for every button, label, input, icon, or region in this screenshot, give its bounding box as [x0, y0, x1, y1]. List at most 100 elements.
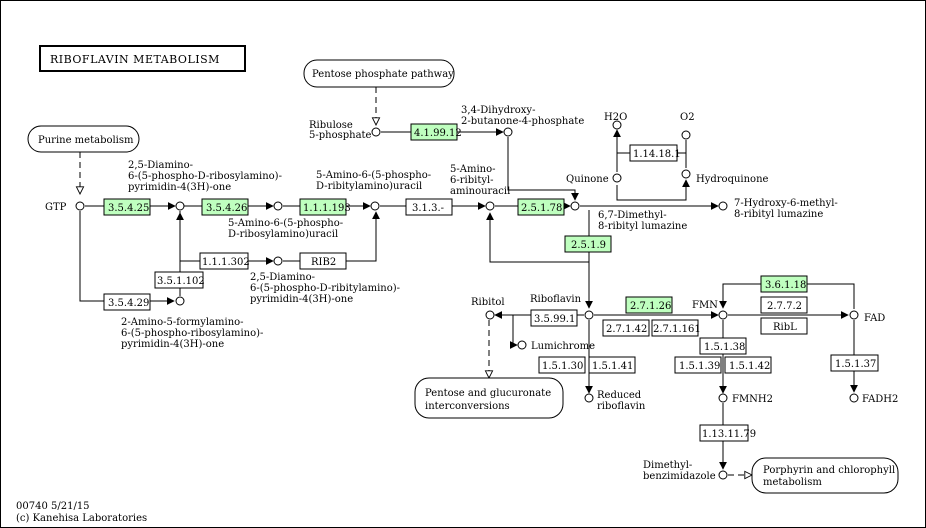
enzyme-box[interactable]: 1.5.1.39 [674, 356, 722, 374]
enzyme-box[interactable]: RIB2 [299, 252, 347, 270]
enzyme-box[interactable]: 1.5.1.38 [699, 337, 747, 355]
enzyme-box[interactable]: 1.1.1.193 [299, 198, 351, 216]
compound-diamino-ribosyl[interactable] [175, 201, 185, 211]
compound-fmnh2[interactable] [718, 393, 728, 403]
svg-text:1.1.1.193: 1.1.1.193 [303, 203, 351, 214]
svg-text:1.13.11.79: 1.13.11.79 [702, 429, 756, 440]
enzyme-box[interactable]: 4.1.99.12 [410, 123, 462, 141]
enzyme-box[interactable]: 2.7.1.42 [602, 319, 650, 337]
svg-text:3.5.4.26: 3.5.4.26 [206, 203, 247, 214]
label-diamino-ribityl: 2,5-Diamino- [250, 272, 315, 283]
label-gtp: GTP [45, 202, 67, 213]
compound-fadh2[interactable] [849, 393, 859, 403]
enzyme-box[interactable]: 3.6.1.18 [760, 275, 808, 293]
title-box [39, 45, 246, 72]
enzyme-box[interactable]: 3.5.4.25 [103, 198, 151, 216]
enzyme-box[interactable]: RibL [760, 317, 808, 335]
svg-text:2.7.1.161: 2.7.1.161 [653, 324, 701, 335]
compound-ribulose-5-phosphate[interactable] [371, 127, 381, 137]
pathway-label: Porphyrin and chlorophyll [763, 465, 895, 476]
compound-h2o[interactable] [612, 120, 622, 130]
label-amino-phospho-ribosyl: D-ribosylamino)uracil [228, 229, 338, 240]
pathway-node-pentose-glucuronate[interactable]: Pentose and glucuronate interconversions [414, 377, 564, 419]
compound-ribitol[interactable] [485, 310, 495, 320]
pathway-map-nodes: Pentose phosphate pathway Purine metabol… [27, 59, 899, 494]
svg-text:3.5.4.29: 3.5.4.29 [108, 298, 149, 309]
compound-labels: GTP Ribulose 5-phosphate 3,4-Dihydroxy- … [45, 105, 898, 482]
label-ribulose: 5-phosphate [309, 130, 372, 141]
label-dimethylbenzimidazole: Dimethyl- [643, 460, 692, 471]
enzyme-box[interactable]: 2.7.1.26 [625, 296, 673, 314]
label-amino-phospho-ribosyl: 5-Amino-6-(5-phospho- [228, 218, 343, 229]
svg-text:3.5.4.25: 3.5.4.25 [108, 203, 149, 214]
compound-lumichrome[interactable] [517, 340, 527, 350]
enzyme-box[interactable]: 2.7.1.161 [651, 319, 701, 337]
enzyme-box[interactable]: 1.5.1.42 [724, 356, 772, 374]
enzyme-box[interactable]: 1.5.1.41 [588, 356, 636, 374]
enzyme-box[interactable]: 2.5.1.9 [564, 235, 612, 253]
label-reduced-riboflavin: riboflavin [597, 401, 646, 412]
enzyme-box[interactable]: 3.1.3.- [405, 198, 453, 216]
enzyme-box[interactable]: 3.5.4.29 [103, 293, 151, 311]
pathway-node-porphyrin[interactable]: Porphyrin and chlorophyll metabolism [751, 457, 899, 494]
label-diamino: 2,5-Diamino- [128, 160, 193, 171]
label-formylamino: pyrimidin-4(3H)-one [121, 339, 224, 350]
label-lumazine: 8-ribityl lumazine [598, 221, 687, 232]
enzyme-box[interactable]: 1.5.1.37 [830, 354, 879, 372]
enzyme-box[interactable]: 2.5.1.78 [517, 198, 565, 216]
enzyme-box[interactable]: 3.5.4.26 [201, 198, 249, 216]
label-reduced-riboflavin: Reduced [597, 390, 642, 401]
enzyme-box[interactable]: 1.13.11.79 [699, 424, 756, 442]
compound-o2[interactable] [681, 130, 691, 140]
label-riboflavin: Riboflavin [530, 294, 582, 305]
compound-amino-phospho-ribityl[interactable] [370, 201, 380, 211]
label-formylamino: 2-Amino-5-formylamino- [121, 317, 244, 328]
svg-text:RibL: RibL [773, 322, 797, 333]
compound-amino-ribityl-aminouracil[interactable] [485, 201, 495, 211]
compound-quinone[interactable] [612, 173, 622, 183]
compound-dimethylbenzimidazole[interactable] [718, 470, 728, 480]
enzyme-boxes: 3.5.4.25 3.5.4.26 1.1.1.193 3.1.3.- 2.5.… [103, 123, 879, 442]
svg-text:1.5.1.42: 1.5.1.42 [729, 361, 770, 372]
label-diamino-ribityl: pyrimidin-4(3H)-one [250, 294, 353, 305]
pathway-node-pentose-phosphate[interactable]: Pentose phosphate pathway [303, 59, 455, 88]
compound-fad[interactable] [849, 310, 859, 320]
enzyme-box[interactable]: 1.14.18.1 [629, 144, 681, 162]
svg-text:1.5.1.30: 1.5.1.30 [542, 361, 583, 372]
compound-dimethyl-ribityl-lumazine[interactable] [570, 201, 580, 211]
svg-text:1.5.1.39: 1.5.1.39 [679, 361, 720, 372]
compound-hydroxy-lumazine[interactable] [718, 201, 728, 211]
label-lumazine: 6,7-Dimethyl- [598, 210, 667, 221]
svg-text:3.5.99.1: 3.5.99.1 [534, 314, 575, 325]
enzyme-box[interactable]: 3.5.99.1 [530, 309, 578, 327]
compound-fmn[interactable] [718, 310, 728, 320]
compound-reduced-riboflavin[interactable] [584, 393, 594, 403]
enzyme-box[interactable]: 2.7.7.2 [760, 296, 808, 314]
label-dihydroxy: 2-butanone-4-phosphate [461, 116, 584, 127]
label-amino-ribityl: 6-ribityl- [450, 175, 494, 186]
pathway-label: Pentose phosphate pathway [312, 69, 454, 80]
pathway-label: Purine metabolism [38, 135, 134, 146]
enzyme-box[interactable]: 1.1.1.302 [199, 252, 250, 270]
compound-riboflavin[interactable] [584, 310, 594, 320]
compound-hydroquinone[interactable] [681, 169, 691, 179]
svg-text:2.7.7.2: 2.7.7.2 [767, 301, 802, 312]
compound-diamino-ribityl[interactable] [273, 256, 283, 266]
enzyme-box[interactable]: 3.5.1.102 [154, 271, 205, 289]
svg-text:1.1.1.302: 1.1.1.302 [202, 257, 250, 268]
svg-text:3.5.1.102: 3.5.1.102 [157, 276, 205, 287]
svg-text:2.5.1.9: 2.5.1.9 [571, 240, 606, 251]
label-fad: FAD [864, 313, 885, 324]
compound-gtp[interactable] [75, 201, 85, 211]
compound-amino-phospho-ribosyl[interactable] [273, 201, 283, 211]
copyright: (c) Kanehisa Laboratories [16, 513, 147, 524]
compound-dihydroxy-butanone[interactable] [503, 127, 513, 137]
label-dihydroxy: 3,4-Dihydroxy- [461, 105, 535, 116]
label-fmn: FMN [692, 300, 718, 311]
pathway-node-purine[interactable]: Purine metabolism [27, 125, 140, 153]
enzyme-box[interactable]: 1.5.1.30 [538, 356, 586, 374]
compound-formylamino[interactable] [175, 296, 185, 306]
svg-text:4.1.99.12: 4.1.99.12 [414, 128, 462, 139]
